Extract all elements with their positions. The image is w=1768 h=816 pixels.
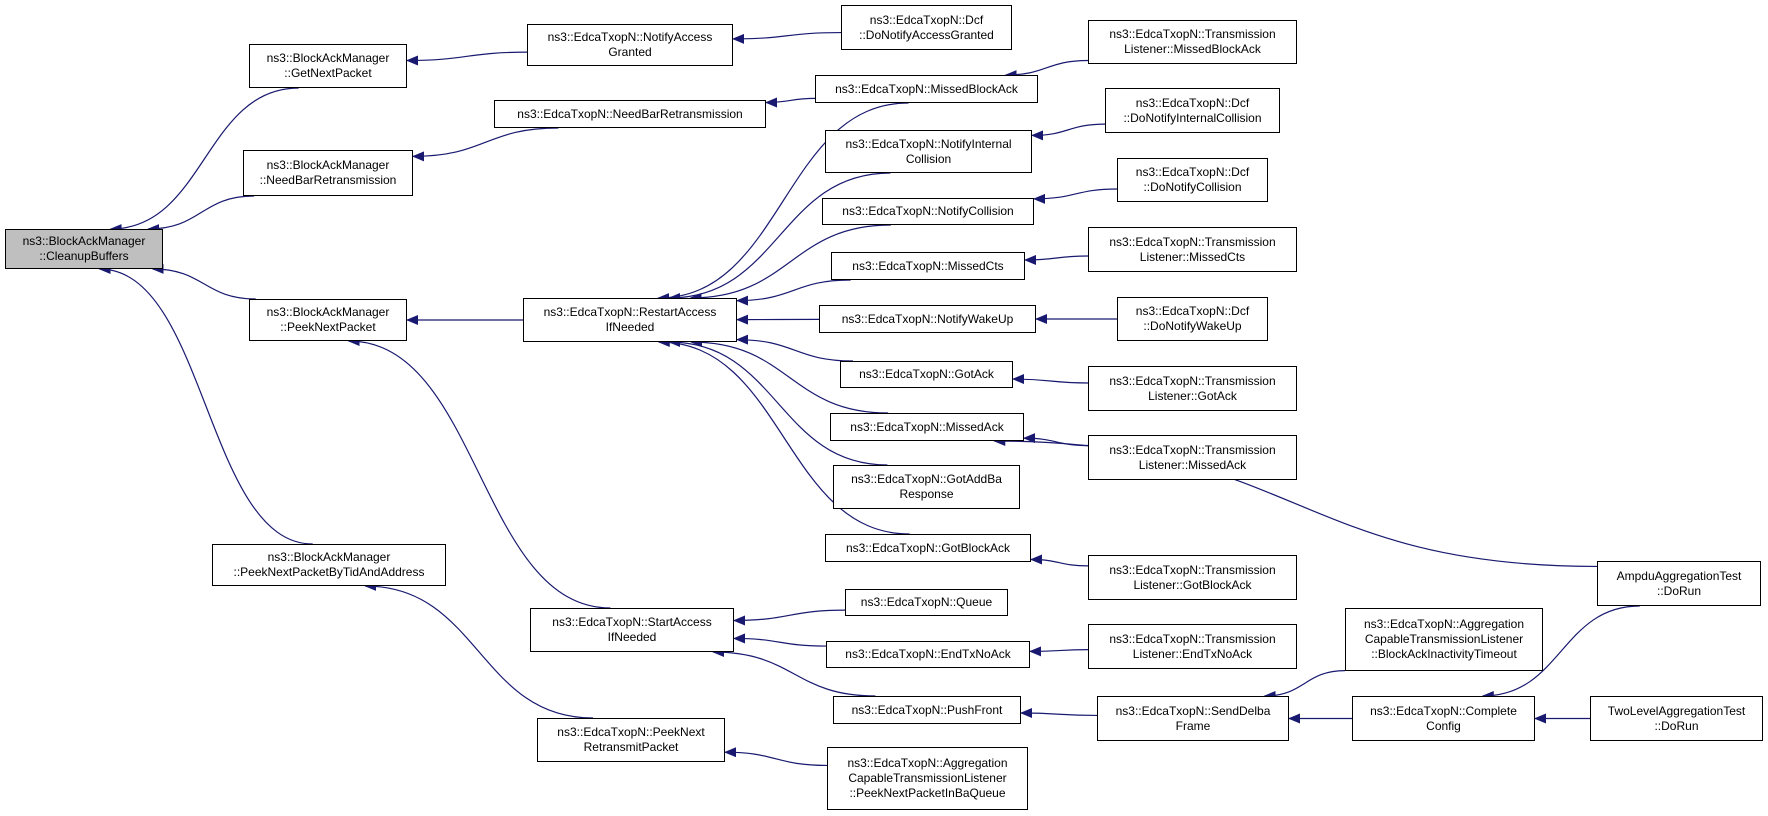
edge-notifyint-to-restart — [667, 172, 891, 303]
node-missed-block-ack[interactable]: ns3::EdcaTxopN::MissedBlockAck — [815, 75, 1038, 103]
edge-missedack-to-restart — [690, 337, 889, 414]
node-dcf-do-notify-access-granted[interactable]: ns3::EdcaTxopN::Dcf ::DoNotifyAccessGran… — [841, 5, 1012, 50]
node-dcf-do-notify-internal-collision[interactable]: ns3::EdcaTxopN::Dcf ::DoNotifyInternalCo… — [1105, 88, 1280, 133]
node-missed-ack[interactable]: ns3::EdcaTxopN::MissedAck — [830, 413, 1024, 441]
edge-tlendtx-to-endtx — [1029, 646, 1089, 657]
node-queue[interactable]: ns3::EdcaTxopN::Queue — [845, 589, 1008, 616]
edge-startaccess-to-peeknext — [347, 336, 611, 609]
edge-missedba-to-needbar2 — [765, 97, 816, 108]
edge-tlmissedcts-to-missedcts — [1024, 254, 1089, 265]
node-restart-access-if-needed[interactable]: ns3::EdcaTxopN::RestartAccess IfNeeded — [523, 298, 737, 342]
node-listener-missed-block-ack[interactable]: ns3::EdcaTxopN::Transmission Listener::M… — [1088, 20, 1297, 64]
node-end-tx-no-ack[interactable]: ns3::EdcaTxopN::EndTxNoAck — [826, 641, 1030, 668]
edge-peeknext-to-cleanup — [151, 264, 256, 300]
edge-tlmissedba-to-missedba — [1004, 59, 1089, 80]
node-peek-next-packet[interactable]: ns3::BlockAckManager ::PeekNextPacket — [249, 299, 407, 341]
edge-queue-to-startaccess — [733, 609, 846, 626]
edge-endtx-to-startaccess — [733, 633, 827, 647]
edge-needbar2-to-needbar — [412, 127, 559, 162]
edge-ampdu-to-complete — [1481, 605, 1640, 701]
node-cleanup-buffers[interactable]: ns3::BlockAckManager ::CleanupBuffers — [5, 229, 163, 269]
node-notify-wake-up[interactable]: ns3::EdcaTxopN::NotifyWakeUp — [819, 305, 1036, 333]
node-push-front[interactable]: ns3::EdcaTxopN::PushFront — [833, 696, 1021, 724]
edge-gotblockack-to-restart — [657, 337, 910, 535]
node-listener-missed-cts[interactable]: ns3::EdcaTxopN::Transmission Listener::M… — [1088, 227, 1297, 272]
node-agg-peek-next-packet-in-ba-queue[interactable]: ns3::EdcaTxopN::Aggregation CapableTrans… — [827, 747, 1028, 810]
edge-dcfcoll-to-notifycoll — [1033, 188, 1118, 204]
node-dcf-do-notify-collision[interactable]: ns3::EdcaTxopN::Dcf ::DoNotifyCollision — [1117, 158, 1268, 202]
edge-notifyaccess-to-getnext — [406, 51, 528, 66]
node-notify-internal-collision[interactable]: ns3::EdcaTxopN::NotifyInternal Collision — [825, 130, 1032, 173]
node-complete-config[interactable]: ns3::EdcaTxopN::Complete Config — [1352, 696, 1535, 741]
edge-peekretx-to-peektid — [364, 581, 594, 719]
edge-tlgotba-to-gotblockack — [1030, 554, 1089, 567]
node-ampdu-aggregation-test-do-run[interactable]: AmpduAggregationTest ::DoRun — [1597, 561, 1761, 606]
edge-senddelba-to-pushfront — [1020, 708, 1098, 719]
node-listener-got-ack[interactable]: ns3::EdcaTxopN::Transmission Listener::G… — [1088, 366, 1297, 411]
node-need-bar-retransmission[interactable]: ns3::BlockAckManager ::NeedBarRetransmis… — [243, 150, 413, 196]
edge-missedcts-to-restart — [736, 279, 851, 306]
node-peek-next-packet-by-tid[interactable]: ns3::BlockAckManager ::PeekNextPacketByT… — [212, 544, 446, 586]
node-got-addba-response[interactable]: ns3::EdcaTxopN::GotAddBa Response — [833, 465, 1020, 509]
node-got-ack[interactable]: ns3::EdcaTxopN::GotAck — [840, 361, 1013, 388]
edge-dcfint-to-notifyint — [1031, 123, 1106, 141]
node-got-block-ack[interactable]: ns3::EdcaTxopN::GotBlockAck — [825, 534, 1031, 562]
node-notify-access-granted[interactable]: ns3::EdcaTxopN::NotifyAccess Granted — [527, 24, 733, 66]
edge-pushfront-to-startaccess — [712, 647, 876, 697]
node-agg-block-ack-inactivity-timeout[interactable]: ns3::EdcaTxopN::Aggregation CapableTrans… — [1345, 608, 1543, 671]
node-listener-got-block-ack[interactable]: ns3::EdcaTxopN::Transmission Listener::G… — [1088, 555, 1297, 600]
node-listener-missed-ack[interactable]: ns3::EdcaTxopN::Transmission Listener::M… — [1088, 435, 1297, 480]
node-two-level-aggregation-test-do-run[interactable]: TwoLevelAggregationTest ::DoRun — [1590, 696, 1763, 741]
edge-needbar-to-cleanup — [147, 195, 255, 234]
edge-gotaddba-to-restart — [668, 337, 888, 466]
edge-missedba-to-restart — [657, 102, 909, 303]
node-peek-next-retransmit-packet[interactable]: ns3::EdcaTxopN::PeekNext RetransmitPacke… — [537, 718, 725, 762]
node-notify-collision[interactable]: ns3::EdcaTxopN::NotifyCollision — [822, 198, 1034, 225]
node-start-access-if-needed[interactable]: ns3::EdcaTxopN::StartAccess IfNeeded — [530, 608, 734, 652]
edge-agginact-to-senddelba — [1263, 670, 1346, 701]
node-edca-need-bar-retransmission[interactable]: ns3::EdcaTxopN::NeedBarRetransmission — [494, 100, 766, 128]
edge-notifycoll-to-restart — [689, 224, 891, 303]
edge-peektid-to-cleanup — [98, 264, 313, 545]
edge-dcfgranted-to-notifyaccess — [732, 31, 842, 44]
node-get-next-packet[interactable]: ns3::BlockAckManager ::GetNextPacket — [249, 44, 407, 88]
edge-tlgotack-to-gotack — [1012, 374, 1089, 385]
node-listener-end-tx-no-ack[interactable]: ns3::EdcaTxopN::Transmission Listener::E… — [1088, 624, 1297, 669]
edge-gotack-to-restart — [736, 334, 854, 362]
edge-aggpeek-to-peekretx — [724, 747, 828, 767]
node-dcf-do-notify-wake-up[interactable]: ns3::EdcaTxopN::Dcf ::DoNotifyWakeUp — [1117, 297, 1268, 341]
node-missed-cts[interactable]: ns3::EdcaTxopN::MissedCts — [831, 252, 1025, 280]
edge-getnext-to-cleanup — [109, 87, 299, 234]
node-send-delba-frame[interactable]: ns3::EdcaTxopN::SendDelba Frame — [1097, 696, 1289, 741]
